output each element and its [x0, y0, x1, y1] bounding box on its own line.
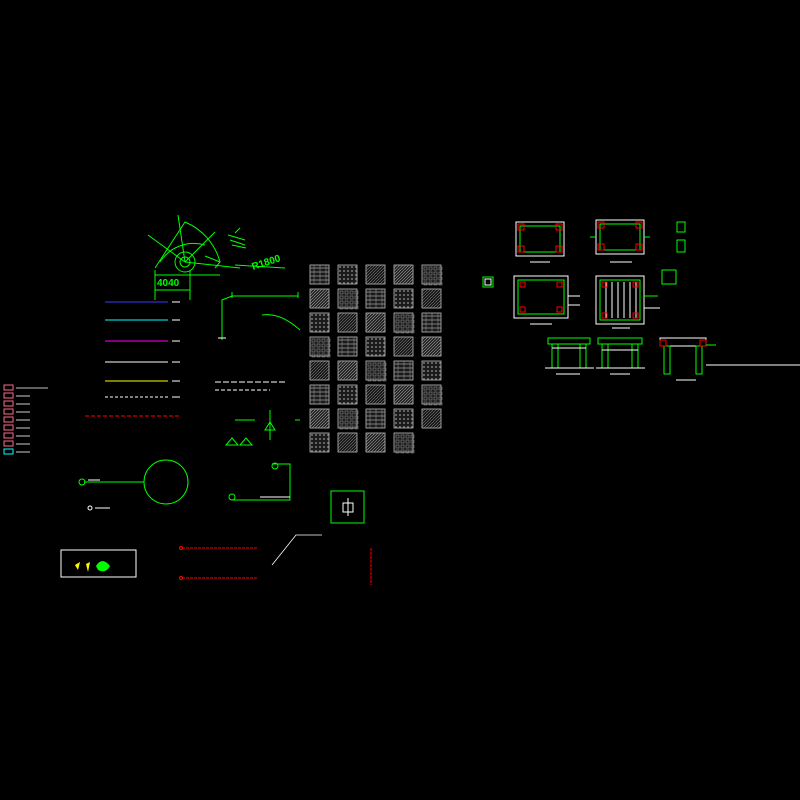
hatch-swatch	[309, 288, 330, 309]
hatch-swatch	[393, 264, 414, 285]
layer-swatch	[3, 408, 14, 415]
pavilion-roof-plan	[595, 275, 660, 329]
layer-swatch	[3, 416, 14, 423]
hatch-swatch	[365, 360, 387, 382]
hatch-swatch	[365, 432, 386, 453]
layer-swatch	[3, 392, 14, 399]
hatch-swatch	[421, 264, 443, 286]
edge-detail	[215, 292, 301, 501]
hatch-swatch	[393, 336, 414, 357]
hatch-swatch	[365, 384, 386, 405]
hatch-swatch	[309, 360, 330, 381]
hatch-swatch	[337, 432, 358, 453]
hatch-swatch	[421, 312, 442, 333]
hatch-swatch	[337, 312, 358, 333]
hatch-swatch	[421, 336, 442, 357]
hatch-swatch	[365, 264, 386, 285]
hatch-swatch	[365, 336, 386, 357]
hatch-swatch	[421, 360, 442, 381]
hatch-swatch	[309, 432, 330, 453]
hatch-swatch	[393, 408, 414, 429]
hatch-swatch	[393, 360, 414, 381]
hatch-swatch	[337, 360, 358, 381]
pavilion-elevation-3	[659, 337, 800, 381]
hatch-swatch	[337, 288, 359, 310]
layer-swatch	[3, 432, 14, 439]
circle-plan	[78, 459, 189, 511]
hatch-swatch	[309, 336, 331, 358]
radial-plan	[147, 214, 286, 300]
hatch-pattern-grid	[309, 264, 443, 454]
hatch-swatch	[337, 408, 359, 430]
pavilion-plan-2	[590, 219, 650, 263]
pavilion-elevation-2	[596, 337, 645, 375]
layer-swatch	[3, 400, 14, 407]
hatch-swatch	[309, 312, 330, 333]
hatch-swatch	[337, 336, 358, 357]
hatch-swatch	[309, 408, 330, 429]
hatch-swatch	[337, 384, 358, 405]
hatch-swatch	[421, 384, 443, 406]
hatch-swatch	[365, 288, 386, 309]
hatch-swatch	[309, 264, 330, 285]
hatch-swatch	[393, 312, 415, 334]
layer-swatch	[3, 424, 14, 431]
leader-line	[271, 534, 322, 566]
red-section-lines	[179, 546, 372, 585]
pavilion-plan-1	[515, 221, 565, 263]
hatch-swatch	[337, 264, 358, 285]
hatch-swatch	[421, 408, 442, 429]
hatch-swatch	[393, 432, 415, 454]
layer-legend	[3, 384, 48, 455]
layer-swatch	[3, 440, 14, 447]
layer-swatch	[3, 448, 14, 455]
hatch-swatch	[393, 384, 414, 405]
hatch-swatch	[393, 288, 414, 309]
dimension-4040: 4040	[157, 278, 180, 289]
hatch-swatch	[365, 312, 386, 333]
boxed-symbol	[330, 490, 365, 524]
hatch-swatch	[309, 384, 330, 405]
hatch-swatch	[421, 288, 442, 309]
layer-swatch	[3, 384, 14, 391]
pavilion-elevation-1	[545, 337, 594, 375]
symbol-box	[60, 549, 137, 578]
line-type-legend	[105, 301, 180, 398]
pavilion-plan-3	[513, 275, 580, 325]
column-details	[482, 221, 686, 288]
hatch-swatch	[365, 408, 386, 429]
